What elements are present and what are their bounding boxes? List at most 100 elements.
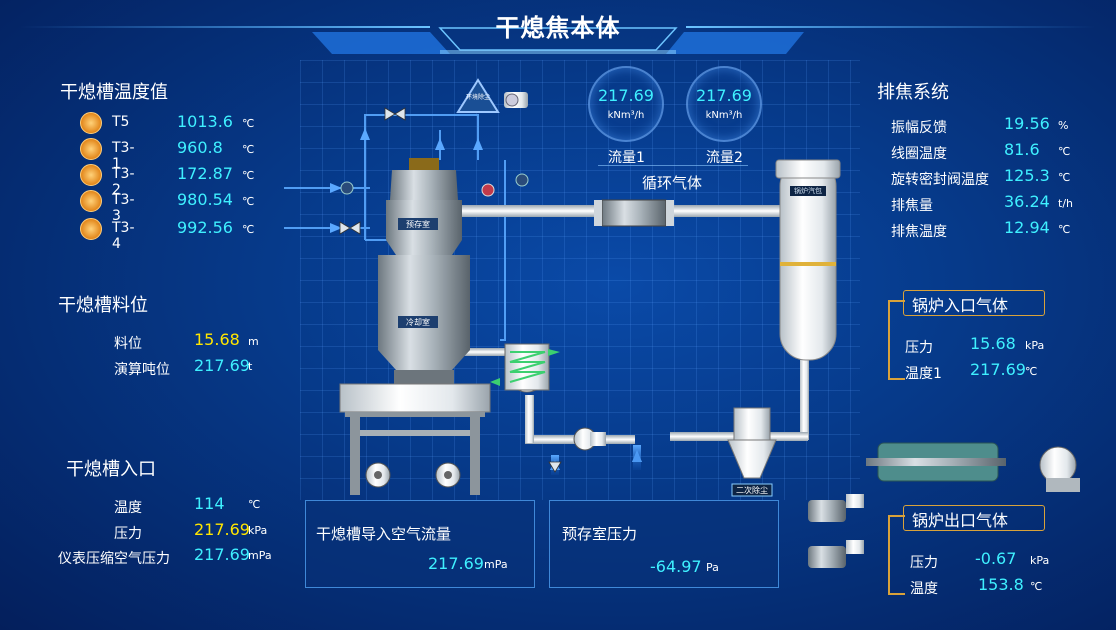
thermometer-icon (80, 218, 102, 240)
boiler-drum-label: 锅炉汽包 (794, 187, 822, 195)
gas-lines (284, 114, 506, 341)
boiler-inlet-pressure-unit: kPa (1025, 339, 1045, 352)
boiler-inlet-temp-label: 温度1 (905, 366, 942, 382)
level-unit: m (248, 335, 259, 348)
airflow-box: 干熄槽导入空气流量 217.69 mPa (305, 500, 535, 588)
discharge-amount-unit: t/h (1058, 197, 1073, 210)
boiler-outlet-pressure-unit: kPa (1030, 554, 1050, 567)
flow2-unit: kNm³/h (705, 110, 743, 121)
coil-temp-unit: ℃ (1058, 145, 1071, 158)
discharge-amount-value: 36.24 (1004, 192, 1050, 211)
boiler-inlet-pressure-value: 15.68 (970, 334, 1016, 353)
flow2-label: 流量2 (706, 150, 743, 166)
temp-label: T5 (112, 114, 130, 130)
inlet-temp-label: 温度 (114, 500, 142, 516)
temp-unit: ℃ (242, 117, 255, 130)
seal-valve-temp-unit: ℃ (1058, 171, 1071, 184)
discharge-temp-label: 排焦温度 (891, 224, 947, 240)
air-pressure-unit: mPa (248, 549, 272, 562)
env-dust-label: 环境除尘 (466, 94, 491, 101)
seal-valve-temp-label: 旋转密封阀温度 (891, 172, 989, 188)
level-section-title: 干熄槽料位 (58, 295, 148, 316)
seal-valve-temp-value: 125.3 (1004, 166, 1050, 185)
boiler-outlet-temp-unit: ℃ (1030, 580, 1043, 593)
secondary-dust-label: 二次除尘 (736, 486, 768, 495)
airflow-value: 217.69 (428, 554, 484, 573)
air-pressure-value: 217.69 (194, 545, 250, 564)
temp-label: T3-2 (112, 166, 135, 198)
support-platform (339, 383, 491, 495)
flow2-value: 217.69 (696, 86, 752, 105)
boiler-outlet-temp-value: 153.8 (978, 575, 1024, 594)
tonnage-value: 217.69 (194, 356, 250, 375)
boiler-drum (775, 159, 841, 361)
flow1-value: 217.69 (598, 86, 654, 105)
airflow-label: 干熄槽导入空气流量 (316, 525, 452, 543)
temp-value: 960.8 (177, 138, 223, 157)
temp-section-title: 干熄槽温度值 (60, 82, 168, 103)
thermometer-icon (80, 138, 102, 160)
fan-icon (504, 92, 528, 108)
valve-icon (481, 183, 495, 197)
discharge-amount-label: 排焦量 (891, 198, 933, 214)
boiler-outlet-pressure-value: -0.67 (975, 549, 1017, 568)
thermometer-icon (80, 112, 102, 134)
page-title: 干熄焦本体 (495, 14, 621, 42)
discharge-section-title: 排焦系统 (877, 82, 949, 103)
valve-icon (515, 173, 529, 187)
fan-icon (365, 462, 391, 488)
env-dust-collector (456, 78, 500, 113)
quenching-tower (378, 158, 470, 384)
fan-icon (435, 462, 461, 488)
amplitude-label: 振幅反馈 (891, 120, 947, 136)
inlet-pressure-label: 压力 (114, 526, 142, 542)
pump-icon (808, 540, 864, 568)
prestore-pressure-label: 预存室压力 (562, 525, 638, 543)
amplitude-unit: % (1058, 119, 1069, 132)
level-value: 15.68 (194, 330, 240, 349)
boiler-inlet-temp-value: 217.69 (970, 360, 1026, 379)
air-pressure-label: 仪表压缩空气压力 (58, 551, 170, 567)
coil-temp-value: 81.6 (1004, 140, 1040, 159)
circulating-gas-label: 循环气体 (642, 174, 703, 192)
thermometer-icon (80, 164, 102, 186)
temp-label: T3-1 (112, 140, 135, 172)
temp-label: T3-4 (112, 220, 135, 252)
discharge-temp-value: 12.94 (1004, 218, 1050, 237)
flow1-label: 流量1 (608, 150, 645, 166)
tonnage-unit: t (248, 360, 253, 373)
boiler-outlet-pressure-label: 压力 (910, 555, 938, 571)
boiler-inlet-title: 锅炉入口气体 (912, 296, 1009, 315)
flow1-gauge: 217.69 kNm³/h (588, 66, 664, 142)
boiler-outlet-temp-label: 温度 (910, 581, 938, 597)
boiler-outlet-title: 锅炉出口气体 (912, 511, 1009, 530)
temp-label: T3-3 (112, 192, 135, 224)
tonnage-label: 演算吨位 (114, 362, 170, 378)
valve-icon (339, 107, 562, 473)
inlet-pressure-unit: kPa (248, 524, 268, 537)
flow2-gauge: 217.69 kNm³/h (686, 66, 762, 142)
boiler-inlet-bracket (888, 300, 905, 380)
inlet-temp-unit: ℃ (248, 498, 261, 511)
flow-divider (598, 165, 748, 166)
temp-unit: ℃ (242, 195, 255, 208)
valve-icon (340, 181, 354, 195)
coil-temp-label: 线圈温度 (891, 146, 947, 162)
boiler-inlet-temp-unit: ℃ (1025, 365, 1038, 378)
discharge-temp-unit: ℃ (1058, 223, 1071, 236)
flow-arrows (330, 128, 642, 470)
circulation-fan (573, 427, 606, 451)
temp-unit: ℃ (242, 143, 255, 156)
flow1-unit: kNm³/h (607, 110, 645, 121)
temp-unit: ℃ (242, 223, 255, 236)
temp-unit: ℃ (242, 169, 255, 182)
boiler-inlet-pressure-label: 压力 (905, 340, 933, 356)
boiler-outlet-bracket (888, 515, 905, 595)
pump-icon (808, 494, 864, 522)
prestore-chamber-label: 预存室 (406, 220, 430, 229)
level-label: 料位 (114, 336, 142, 352)
temp-value: 980.54 (177, 190, 233, 209)
temp-value: 992.56 (177, 218, 233, 237)
prestore-pressure-value: -64.97 (650, 557, 702, 576)
